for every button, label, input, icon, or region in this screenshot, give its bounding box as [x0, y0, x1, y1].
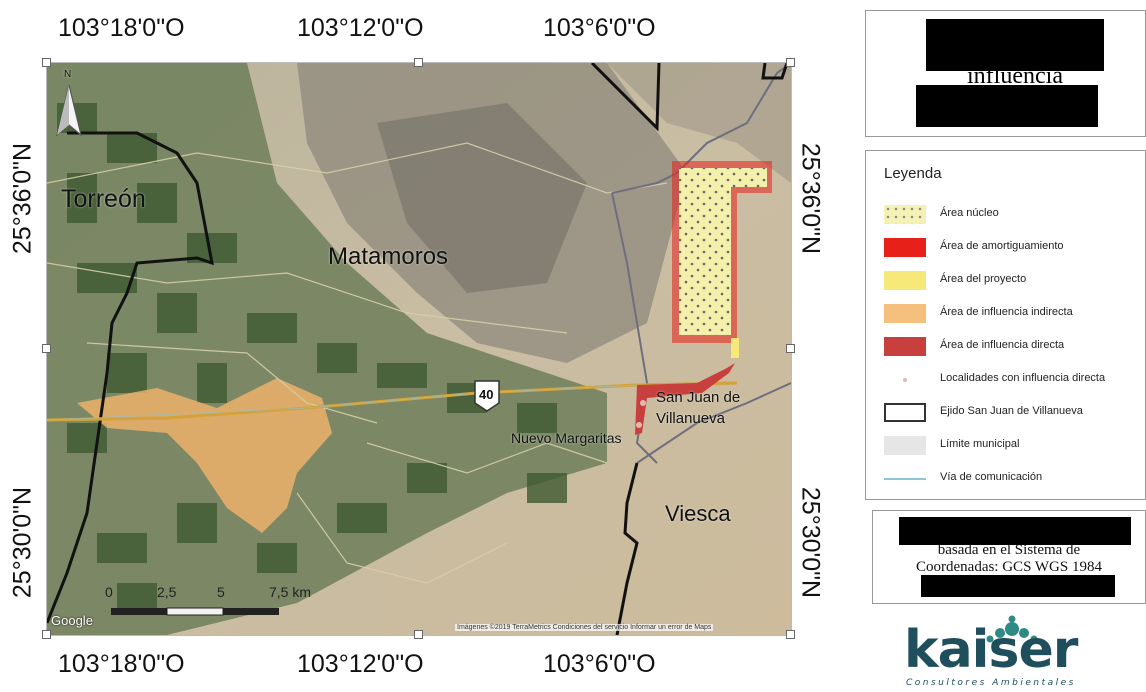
scale-label-2-5: 2,5 — [157, 584, 177, 600]
legend-item: Área de influencia indirecta — [884, 302, 1144, 324]
municipal-boundary-southeast — [636, 382, 791, 464]
legend-label: Vía de comunicación — [940, 471, 1043, 483]
legend-label: Área del proyecto — [940, 273, 1027, 285]
scale-label-5: 5 — [217, 584, 225, 600]
municipal-boundary-east — [611, 192, 658, 464]
legend-label: Área núcleo — [940, 207, 999, 219]
direct-influence-swatch — [884, 337, 926, 356]
road-line — [47, 384, 638, 421]
redaction-bar — [899, 517, 1131, 545]
map-area[interactable]: N Torreón Matamoros San Juan de Villanue… — [46, 62, 792, 636]
coord-left-1: 25°36ʹ0ʺN — [8, 142, 37, 255]
frame-handle[interactable] — [414, 58, 423, 67]
north-arrow-icon — [55, 84, 83, 137]
highway-shield-label: 40 — [479, 387, 494, 402]
frame-handle[interactable] — [786, 630, 795, 639]
direct-influence-area — [635, 363, 735, 435]
legend-label: Área de influencia indirecta — [940, 306, 1073, 318]
municipal-boundary-north — [611, 63, 791, 194]
coord-bottom-2: 103°12ʹ0ʺO — [297, 650, 424, 678]
frame-handle[interactable] — [42, 344, 51, 353]
legend-item: Ejido San Juan de Villanueva — [884, 401, 1144, 423]
scale-bar — [111, 607, 279, 616]
legend-label: Ejido San Juan de Villanueva — [940, 405, 1083, 417]
highway-shield — [474, 380, 500, 412]
title-fragment: influencia — [967, 63, 1063, 89]
legend-item: Vía de comunicación — [884, 467, 1144, 489]
mountain-east — [607, 63, 791, 183]
crop-fields — [57, 103, 567, 613]
legend-label: Área de amortiguamiento — [940, 240, 1064, 252]
locality-point — [640, 400, 646, 406]
map-attribution: Imágenes ©2019 TerraMetrics Condiciones … — [455, 624, 714, 631]
legend-item: Área núcleo — [884, 203, 1144, 225]
north-letter: N — [64, 69, 72, 80]
legend-label: Localidades con influencia directa — [940, 372, 1106, 384]
indirect-influence-area — [77, 378, 332, 533]
locality-swatch — [884, 370, 926, 389]
ejido-boundary-west — [47, 131, 214, 624]
ejido-boundary-north — [590, 63, 661, 132]
source-line-2: basada en el Sistema de — [937, 542, 1081, 558]
indirect-influence-swatch — [884, 304, 926, 323]
road-swatch — [884, 469, 926, 488]
frame-handle[interactable] — [42, 630, 51, 639]
legend-title: Leyenda — [884, 165, 942, 182]
scale-label-0: 0 — [105, 584, 113, 600]
legend-item: Área del proyecto — [884, 269, 1144, 291]
google-watermark: Google — [51, 613, 93, 628]
coord-bottom-1: 103°18ʹ0ʺO — [58, 650, 185, 678]
place-san-juan-1: San Juan de — [656, 389, 741, 406]
project-area-swatch — [884, 271, 926, 290]
logo-text: kaiser — [904, 620, 1078, 680]
title-panel: influencia — [865, 10, 1146, 137]
coord-top-3: 103°6ʹ0ʺO — [543, 14, 656, 42]
legend-label: Límite municipal — [940, 438, 1020, 450]
scale-label-7-5: 7,5 km — [269, 584, 312, 600]
place-san-juan-2: Villanueva — [656, 410, 725, 427]
redaction-bar — [916, 85, 1098, 127]
frame-handle[interactable] — [42, 58, 51, 67]
source-panel: basada en el Sistema de Coordenadas: GCS… — [872, 510, 1146, 604]
place-torreon: Torreón — [61, 185, 146, 213]
coord-right-2: 25°30ʹ0ʺN — [796, 486, 825, 599]
coord-top-2: 103°12ʹ0ʺO — [297, 14, 424, 42]
redaction-bar — [921, 575, 1115, 597]
place-matamoros: Matamoros — [328, 243, 449, 270]
legend-item: Límite municipal — [884, 434, 1144, 456]
kaiser-logo: kaiser Consultores Ambientales — [900, 615, 1140, 690]
frame-handle[interactable] — [786, 58, 795, 67]
satellite-map — [47, 63, 791, 635]
source-line-3: Coordenadas: GCS WGS 1984 — [916, 559, 1102, 575]
ejido-boundary-northeast — [761, 63, 789, 80]
coord-right-1: 25°36ʹ0ʺN — [796, 142, 825, 255]
legend-item: Área de influencia directa — [884, 335, 1144, 357]
coord-bottom-3: 103°6ʹ0ʺO — [543, 650, 656, 678]
legend-panel: Leyenda Área núcleo Área de amortiguamie… — [865, 150, 1146, 500]
place-nuevo-margaritas: Nuevo Margaritas — [511, 430, 622, 446]
frame-handle[interactable] — [414, 630, 423, 639]
redaction-bar — [926, 19, 1104, 71]
project-area — [731, 338, 739, 358]
legend-item: Área de amortiguamiento — [884, 236, 1144, 258]
municipal-limit-swatch — [884, 436, 926, 455]
place-viesca: Viesca — [665, 501, 731, 526]
coord-top-1: 103°18ʹ0ʺO — [58, 14, 185, 42]
frame-handle[interactable] — [786, 344, 795, 353]
locality-point — [636, 422, 642, 428]
ejido-swatch — [884, 403, 926, 422]
core-area-swatch — [884, 205, 926, 224]
ejido-boundary-south — [615, 462, 639, 635]
legend-label: Área de influencia directa — [940, 339, 1065, 351]
leaf-icon — [986, 615, 1038, 643]
core-area — [679, 168, 767, 335]
logo-subtitle: Consultores Ambientales — [906, 678, 1076, 688]
legend-item: Localidades con influencia directa — [884, 368, 1144, 390]
coord-left-2: 25°30ʹ0ʺN — [8, 486, 37, 599]
buffer-area-swatch — [884, 238, 926, 257]
